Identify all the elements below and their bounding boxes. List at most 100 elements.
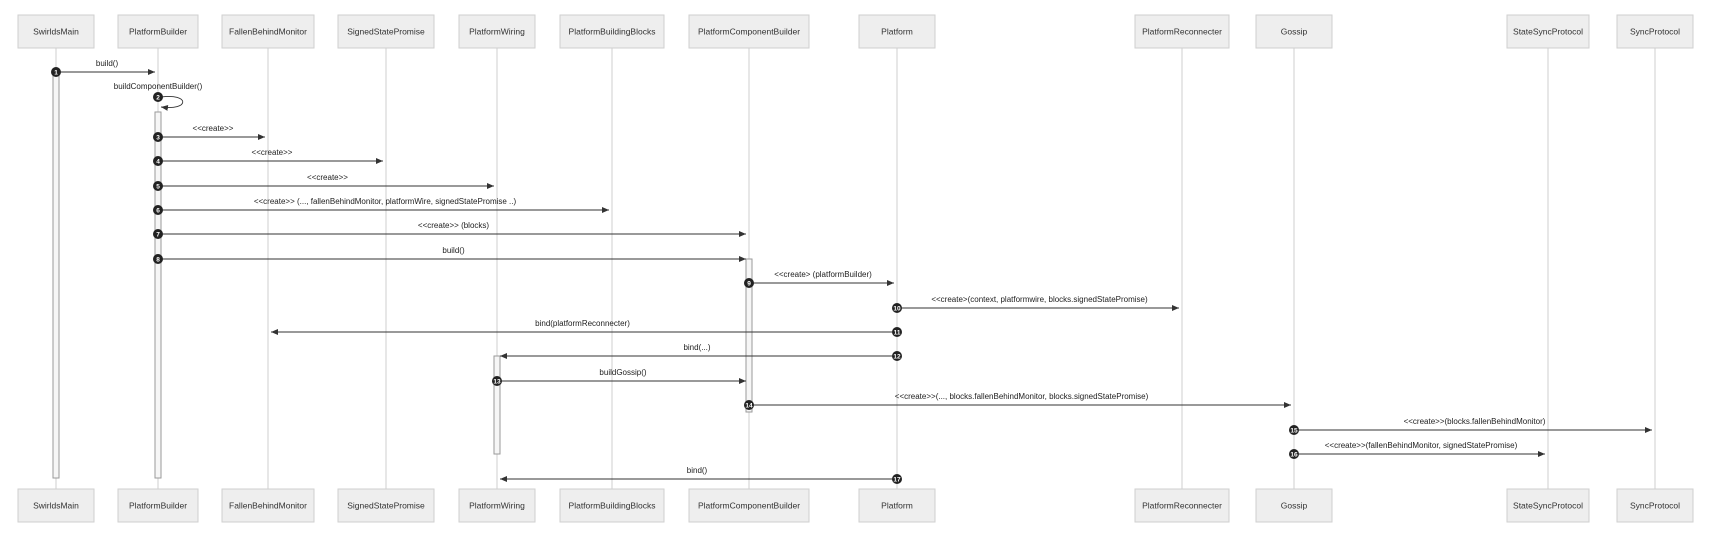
message-4: <<create>> 4 — [153, 148, 383, 166]
participant-label: PlatformWiring — [469, 501, 525, 511]
message-3: <<create>> 3 — [153, 124, 265, 142]
participant-fallenbehindmonitor-bottom: FallenBehindMonitor — [221, 488, 315, 523]
badge-circle — [492, 376, 502, 386]
participant-platformbuildingblocks-top: PlatformBuildingBlocks — [559, 14, 665, 49]
badge-circle — [892, 327, 902, 337]
participant-label: Platform — [881, 27, 913, 37]
participant-label: PlatformWiring — [469, 27, 525, 37]
sequence-number-badge: 6 — [153, 205, 163, 215]
message-12: bind(...)12 — [500, 343, 902, 361]
participant-box — [1134, 488, 1230, 523]
badge-circle — [153, 205, 163, 215]
badge-number: 10 — [893, 305, 901, 312]
sequence-number-badge: 11 — [892, 327, 902, 337]
participant-swirldsmain-bottom: SwirldsMain — [17, 488, 95, 523]
participant-label: SyncProtocol — [1630, 501, 1680, 511]
message-label: <<create>> (..., fallenBehindMonitor, pl… — [254, 197, 517, 206]
badge-number: 7 — [156, 231, 160, 238]
participant-platformreconnecter-bottom: PlatformReconnecter — [1134, 488, 1230, 523]
badge-number: 9 — [747, 280, 751, 287]
sequence-number-badge: 8 — [153, 254, 163, 264]
participant-box — [221, 488, 315, 523]
activation-bar-platformbuilder — [154, 111, 162, 479]
participant-box — [688, 488, 810, 523]
message-15: <<create>>(blocks.fallenBehindMonitor)15 — [1289, 417, 1652, 435]
sequence-number-badge: 13 — [492, 376, 502, 386]
activation-bar-platformcomponentbuilder — [745, 258, 753, 413]
badge-number: 4 — [156, 158, 160, 165]
message-label: <<create>> — [307, 173, 348, 182]
participant-label: Gossip — [1281, 27, 1308, 37]
participant-platformcomponentbuilder-bottom: PlatformComponentBuilder — [688, 488, 810, 523]
participant-box — [458, 488, 536, 523]
badge-number: 3 — [156, 134, 160, 141]
message-label: <<create>> — [193, 124, 234, 133]
participant-syncprotocol-bottom: SyncProtocol — [1616, 488, 1694, 523]
participant-label: FallenBehindMonitor — [229, 501, 307, 511]
participant-box — [17, 14, 95, 49]
participant-box — [858, 488, 936, 523]
message-label: buildComponentBuilder() — [114, 82, 203, 91]
participant-gossip-top: Gossip — [1255, 14, 1333, 49]
participant-swirldsmain-top: SwirldsMain — [17, 14, 95, 49]
participant-label: StateSyncProtocol — [1513, 27, 1583, 37]
participant-statesyncprotocol-top: StateSyncProtocol — [1506, 14, 1590, 49]
participant-box — [117, 14, 199, 49]
badge-number: 13 — [493, 378, 501, 385]
message-16: <<create>>(fallenBehindMonitor, signedSt… — [1289, 441, 1545, 459]
message-label: bind(...) — [683, 343, 710, 352]
badge-number: 15 — [1290, 427, 1298, 434]
message-label: build() — [96, 59, 119, 68]
sequence-number-badge: 3 — [153, 132, 163, 142]
message-label: <<create>>(fallenBehindMonitor, signedSt… — [1325, 441, 1518, 450]
participant-label: SwirldsMain — [33, 27, 79, 37]
message-14: <<create>>(..., blocks.fallenBehindMonit… — [744, 392, 1291, 410]
badge-number: 8 — [156, 256, 160, 263]
sequence-number-badge: 9 — [744, 278, 754, 288]
badge-number: 17 — [893, 476, 901, 483]
participant-box — [688, 14, 810, 49]
participant-box — [458, 14, 536, 49]
sequence-number-badge: 14 — [744, 400, 754, 410]
message-label: bind(platformReconnecter) — [535, 319, 630, 328]
participant-box — [1255, 14, 1333, 49]
participant-platformreconnecter-top: PlatformReconnecter — [1134, 14, 1230, 49]
participant-box — [17, 488, 95, 523]
messages: build() 1 buildComponentBuilder() 2 <<create… — [51, 59, 1652, 484]
participant-statesyncprotocol-bottom: StateSyncProtocol — [1506, 488, 1590, 523]
message-label: <<create> (platformBuilder) — [774, 270, 872, 279]
activation-bar-swirldsmain — [52, 71, 60, 479]
participant-label: PlatformBuildingBlocks — [569, 501, 656, 511]
badge-number: 5 — [156, 183, 160, 190]
participant-label: SyncProtocol — [1630, 27, 1680, 37]
sequence-number-badge: 1 — [51, 67, 61, 77]
badge-circle — [153, 156, 163, 166]
badge-circle — [153, 229, 163, 239]
badge-number: 16 — [1290, 451, 1298, 458]
badge-circle — [153, 254, 163, 264]
participant-box — [337, 14, 435, 49]
participant-label: PlatformComponentBuilder — [698, 501, 800, 511]
message-5: <<create>> 5 — [153, 173, 494, 191]
message-label: build() — [442, 246, 465, 255]
message-label: bind() — [687, 466, 708, 475]
sequence-number-badge: 7 — [153, 229, 163, 239]
message-label: <<create>> (blocks) — [418, 221, 489, 230]
message-13: buildGossip() 13 — [492, 368, 746, 386]
message-label: <<create>> — [252, 148, 293, 157]
self-call-arrow — [160, 95, 183, 111]
participant-box — [1616, 488, 1694, 523]
participant-box — [1506, 488, 1590, 523]
message-2: buildComponentBuilder() 2 — [114, 82, 203, 111]
participant-syncprotocol-top: SyncProtocol — [1616, 14, 1694, 49]
badge-number: 2 — [156, 94, 160, 101]
participant-box — [337, 488, 435, 523]
badge-circle — [153, 132, 163, 142]
participant-label: PlatformReconnecter — [1142, 501, 1222, 511]
message-10: <<create>(context, platformwire, blocks.… — [892, 295, 1179, 313]
badge-number: 11 — [894, 329, 901, 336]
message-label: buildGossip() — [599, 368, 646, 377]
badge-circle — [51, 67, 61, 77]
participant-label: Platform — [881, 501, 913, 511]
participant-label: FallenBehindMonitor — [229, 27, 307, 37]
